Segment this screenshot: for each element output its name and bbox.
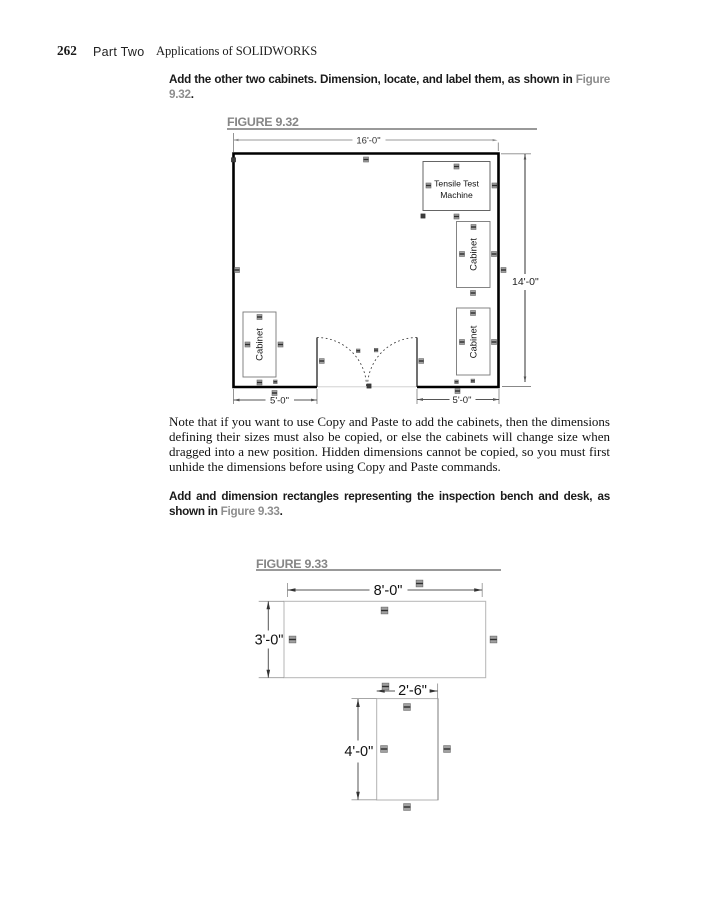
svg-text:3'-0": 3'-0": [255, 633, 284, 649]
svg-text:16'-0": 16'-0": [356, 136, 380, 147]
svg-text:2'-6": 2'-6": [398, 683, 427, 699]
svg-text:14'-0": 14'-0": [512, 276, 539, 288]
svg-text:5'-0": 5'-0": [453, 395, 472, 406]
svg-text:Cabinet: Cabinet: [469, 325, 480, 358]
svg-text:Cabinet: Cabinet: [469, 238, 480, 271]
svg-text:4'-0": 4'-0": [344, 744, 373, 760]
svg-text:5'-0": 5'-0": [270, 396, 289, 407]
svg-text:Machine: Machine: [440, 190, 473, 200]
svg-text:Tensile Test: Tensile Test: [434, 179, 479, 189]
svg-text:8'-0": 8'-0": [374, 583, 403, 599]
svg-text:Cabinet: Cabinet: [255, 328, 266, 361]
